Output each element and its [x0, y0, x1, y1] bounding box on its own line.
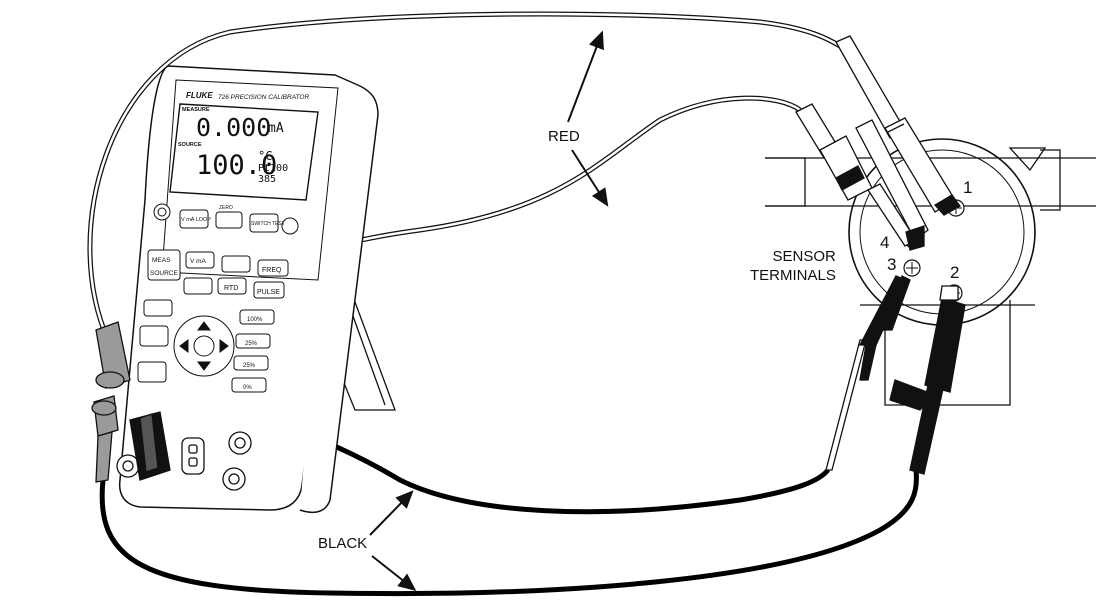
calibrator-lcd: [169, 103, 319, 201]
source-button-label: SOURCE: [150, 270, 178, 277]
alpha-value: 385: [258, 174, 276, 185]
calibrator-keypad: [137, 203, 299, 393]
freq-label: FREQ: [262, 267, 282, 274]
sensor-terminals-line1: SENSOR: [772, 248, 836, 265]
zero-label: ZERO: [219, 205, 233, 211]
terminal-1-label: 1: [963, 178, 973, 197]
switch-test-button: [249, 213, 279, 233]
v-ma-button: [185, 251, 215, 269]
pct0-label: 0%: [243, 385, 252, 391]
black-lead-lower: [99, 469, 919, 597]
pct0-button: [231, 377, 267, 393]
source-label: SOURCE: [178, 142, 202, 148]
calibrator-jacks: [116, 431, 252, 491]
red-probe-terminal-1: [835, 35, 961, 216]
down25-label: 25%: [243, 363, 256, 369]
sensor-terminals-line2: TERMINALS: [750, 267, 836, 284]
meter-lead-plugs: [91, 321, 171, 483]
red-label-arrows: [567, 30, 609, 207]
model-text: 726 PRECISION CALIBRATOR: [218, 94, 309, 101]
meas-label: MEAS: [152, 257, 171, 264]
black-label-arrows: [369, 490, 417, 591]
down25-button: [233, 355, 269, 371]
measure-value: 0.000: [196, 113, 271, 142]
brand-logo: FLUKE: [186, 91, 213, 100]
up25-label: 25%: [245, 341, 258, 347]
v-ma-label: V mA: [190, 258, 207, 265]
sensor-type: Pt100: [258, 163, 288, 174]
pulse-label: PULSE: [257, 289, 280, 296]
terminal-2-label: 2: [950, 263, 960, 282]
rtd-label: RTD: [224, 285, 238, 292]
pct100-button: [239, 309, 275, 325]
source-unit: °C: [258, 149, 272, 163]
source-value: 100.0: [196, 150, 277, 181]
freq-button: [257, 259, 289, 277]
terminal-4-label: 4: [880, 233, 890, 252]
up25-button: [235, 333, 271, 349]
black-probe-terminal-3: [825, 275, 911, 471]
measure-label: MEASURE: [182, 107, 210, 113]
terminal-3-label: 3: [887, 255, 897, 274]
backlight-button: [281, 217, 299, 235]
red-lead-label: RED: [548, 128, 580, 145]
ramp-button: [137, 361, 167, 383]
pulse-button: [253, 281, 285, 299]
red-clip-terminal-4: [795, 103, 929, 251]
black-clip-terminal-2: [889, 285, 966, 475]
meas-source-button: [147, 249, 181, 281]
zero-button: [215, 211, 243, 229]
v-ma-loop-label: V mA LOOP: [181, 217, 211, 223]
rtd-button: [217, 277, 247, 295]
black-lead-label: BLACK: [318, 535, 368, 552]
pct100-label: 100%: [247, 317, 263, 323]
v-ma-loop-button: [179, 209, 209, 229]
measure-unit: mA: [268, 121, 284, 136]
switch-test-label: SWITCH TEST: [251, 221, 285, 227]
sensor-terminals-label: SENSOR TERMINALS: [750, 247, 836, 285]
